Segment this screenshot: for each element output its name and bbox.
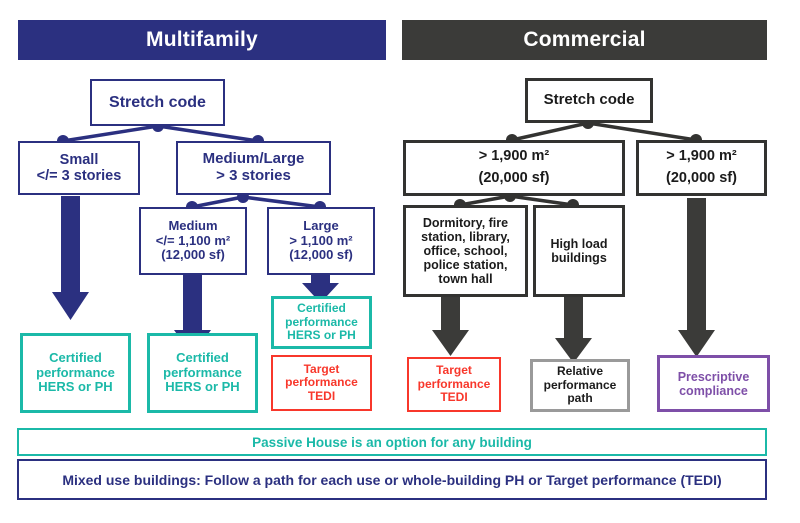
outcome-commercial-relative[interactable]: Relative performance path (530, 359, 630, 412)
node-line: (12,000 sf) (289, 247, 353, 263)
multifamily-small-node[interactable]: Small </= 3 stories (18, 141, 140, 195)
multifamily-medium-node[interactable]: Medium </= 1,100 m² (12,000 sf) (139, 207, 247, 275)
node-line: buildings (551, 251, 607, 265)
node-line: path (567, 391, 593, 406)
node-line: Large (303, 218, 339, 234)
node-line: performance (285, 314, 358, 329)
node-line: </= 1,100 m² (155, 232, 231, 248)
node-line: (20,000 sf) (666, 170, 737, 186)
node-line: compliance (679, 383, 748, 398)
node-line: > 3 stories (216, 167, 291, 184)
outcome-small-certified[interactable]: Certified performance HERS or PH (20, 333, 131, 413)
node-line: Target (436, 363, 472, 378)
multifamily-large-node[interactable]: Large > 1,100 m² (12,000 sf) (267, 207, 375, 275)
node-line: > 1,100 m² (289, 232, 353, 248)
node-line: police station, (423, 258, 508, 272)
node-line: Target (303, 361, 340, 376)
node-line: Certified (297, 301, 346, 316)
mixed-use-banner: Mixed use buildings: Follow a path for e… (17, 459, 767, 500)
node-line: HERS or PH (38, 379, 113, 395)
commercial-size-left-node[interactable]: > 1,900 m² (20,000 sf) (403, 140, 625, 196)
node-line: performance (163, 364, 242, 380)
arrow-highload-to-relative (555, 297, 592, 363)
node-line: HERS or PH (165, 379, 240, 395)
node-line: Certified (49, 350, 102, 366)
node-line: HERS or PH (287, 328, 356, 343)
node-line: Medium (168, 218, 218, 234)
node-line: performance (285, 375, 358, 390)
outcome-commercial-target[interactable]: Target performance TEDI (407, 357, 501, 412)
node-line: TEDI (307, 388, 336, 403)
commercial-stretch-code-node[interactable]: Stretch code (525, 78, 653, 123)
node-line: TEDI (440, 390, 468, 405)
node-line: station, library, (421, 230, 510, 244)
node-line: Small (59, 151, 99, 168)
node-line: Prescriptive (677, 369, 750, 384)
outcome-commercial-prescriptive[interactable]: Prescriptive compliance (657, 355, 770, 412)
node-line: performance (36, 364, 115, 380)
node-line: > 1,900 m² (666, 148, 737, 165)
passive-house-banner: Passive House is an option for any build… (17, 428, 767, 456)
node-line: Dormitory, fire (422, 216, 509, 230)
node-line: </= 3 stories (36, 168, 122, 184)
commercial-header: Commercial (402, 20, 767, 60)
multifamily-stretch-code-node[interactable]: Stretch code (90, 79, 225, 126)
node-line: Relative (556, 364, 604, 379)
multifamily-medium-large-node[interactable]: Medium/Large > 3 stories (176, 141, 331, 195)
node-line: performance (543, 377, 617, 392)
node-line: Medium/Large (202, 150, 305, 168)
outcome-large-target[interactable]: Target performance TEDI (271, 355, 372, 411)
outcome-large-certified[interactable]: Certified performance HERS or PH (271, 296, 372, 349)
commercial-use-types-node[interactable]: Dormitory, fire station, library, office… (403, 205, 528, 297)
arrow-usetypes-to-target (432, 297, 469, 356)
node-line: Certified (176, 350, 229, 366)
commercial-high-load-node[interactable]: High load buildings (533, 205, 625, 297)
arrow-small-to-outcome (52, 196, 89, 320)
node-line: office, school, (423, 244, 508, 258)
node-line: Stretch code (543, 91, 635, 109)
node-line: performance (417, 376, 491, 391)
node-line: Stretch code (109, 93, 206, 111)
node-line: (20,000 sf) (478, 170, 550, 186)
node-line: town hall (438, 272, 493, 286)
arrow-size-to-prescriptive (678, 198, 715, 357)
node-line: High load (550, 237, 608, 251)
node-line: > 1,900 m² (478, 148, 550, 165)
outcome-medium-certified[interactable]: Certified performance HERS or PH (147, 333, 258, 413)
node-line: (12,000 sf) (161, 247, 225, 263)
commercial-size-right-node[interactable]: > 1,900 m² (20,000 sf) (636, 140, 767, 196)
multifamily-header: Multifamily (18, 20, 386, 60)
